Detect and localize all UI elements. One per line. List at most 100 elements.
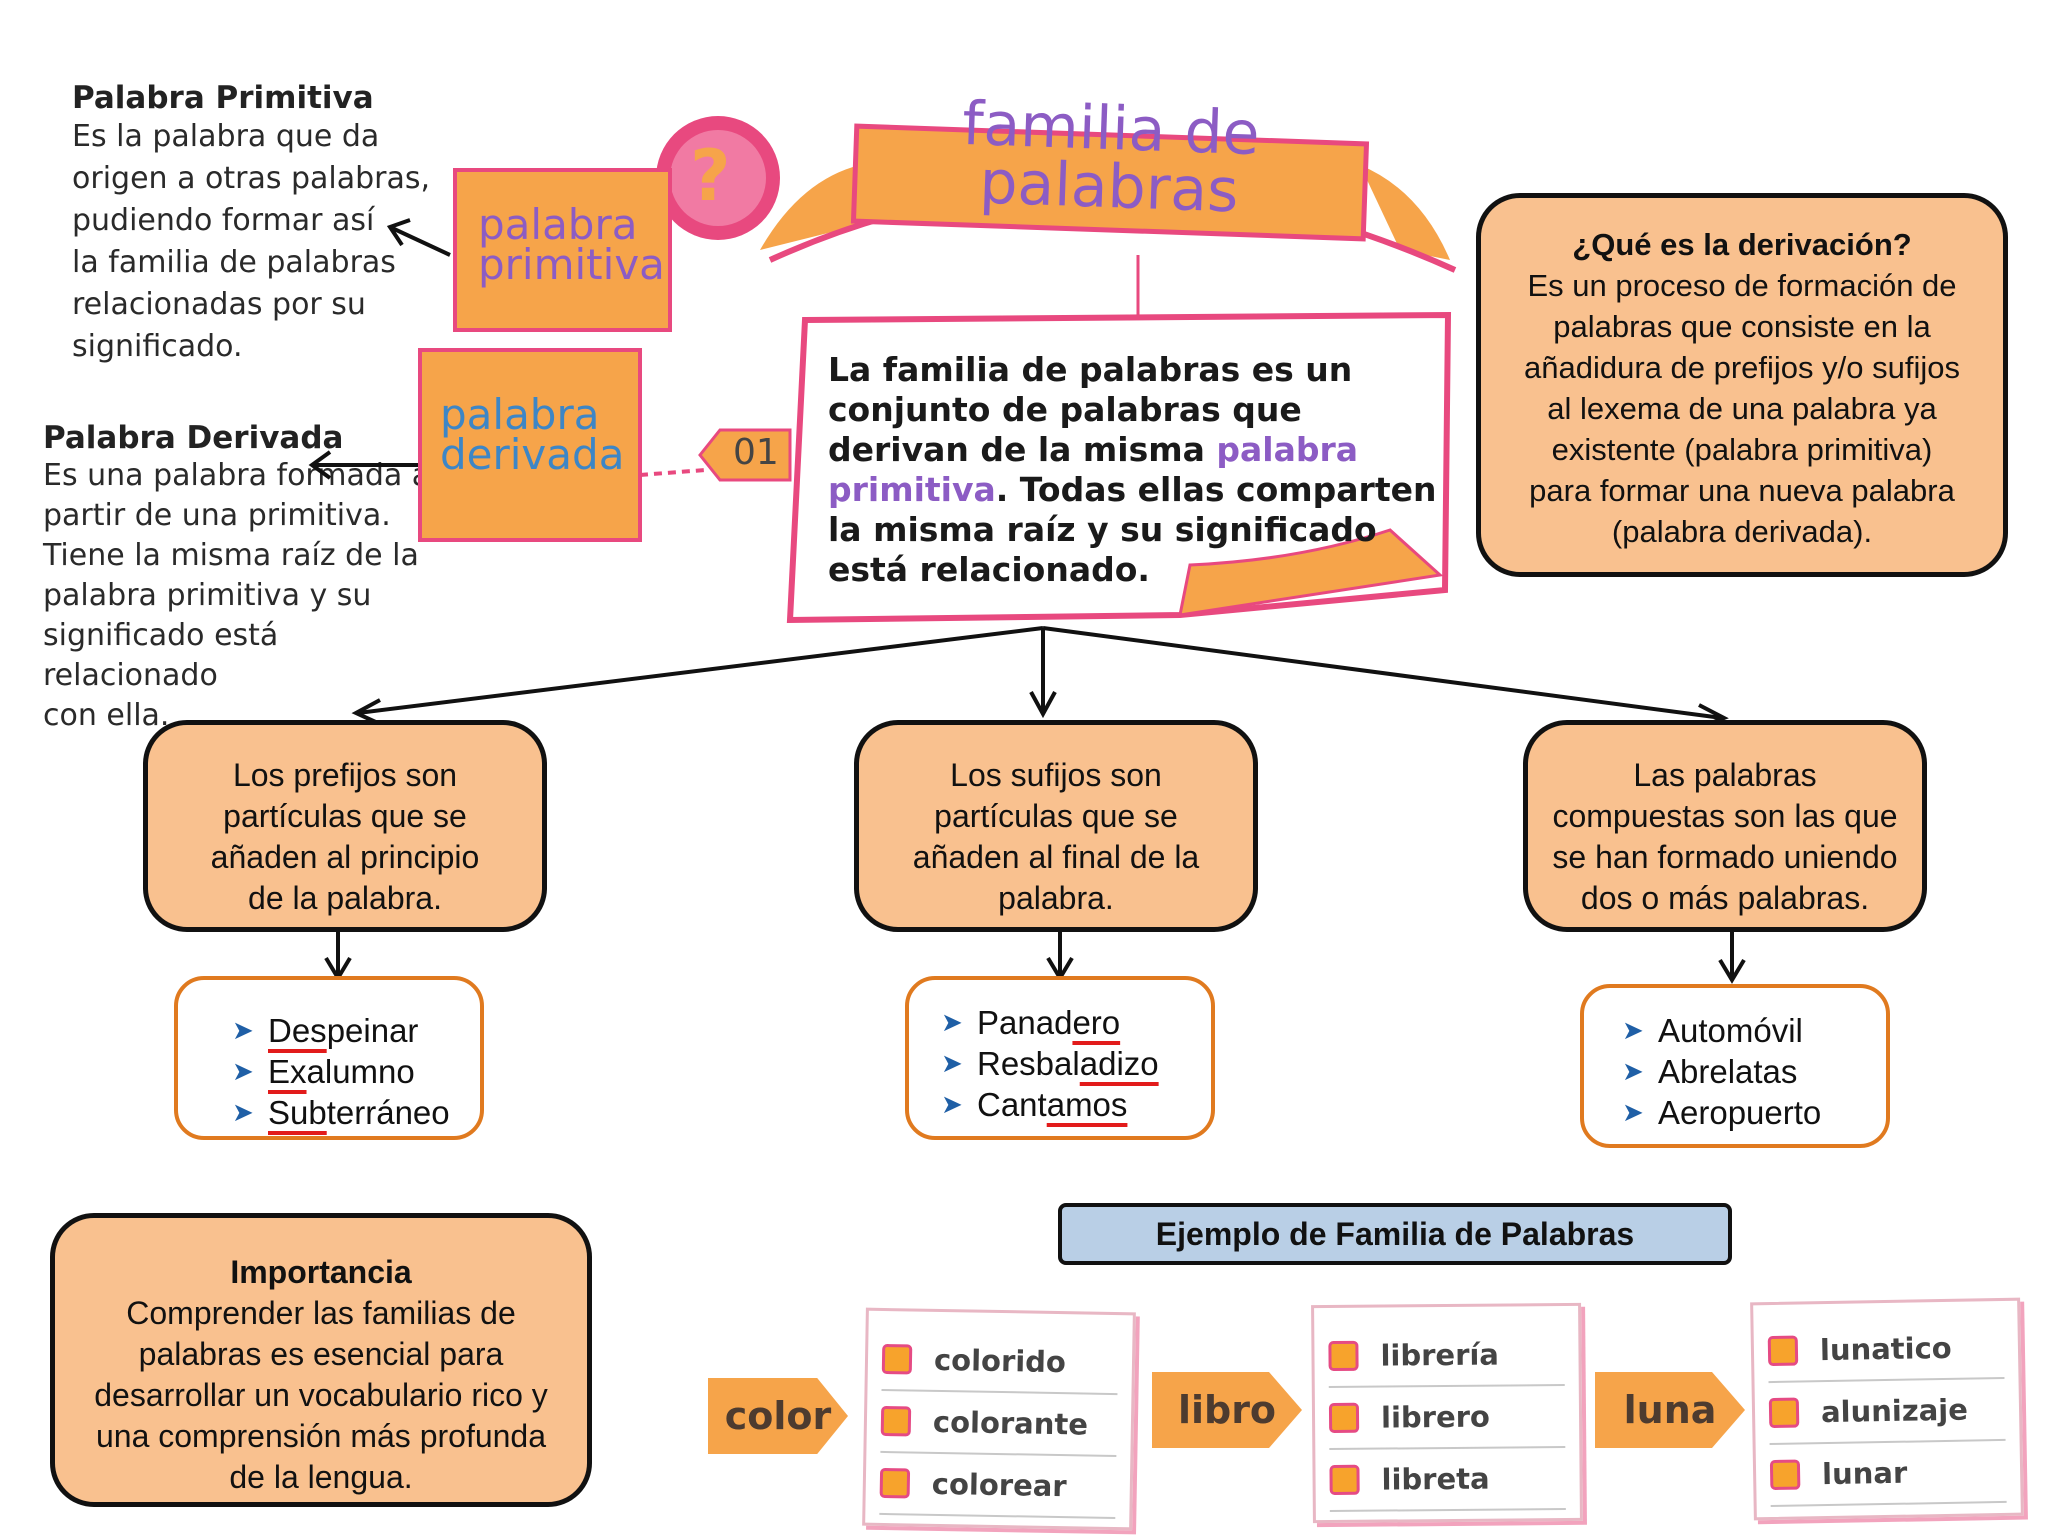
derivacion-box: ¿Qué es la derivación? Es un proceso de …: [1476, 193, 2008, 577]
connector-compuestas: [1042, 626, 1723, 720]
example-item: ➤Panadero: [941, 1004, 1121, 1041]
sufijos-line: partículas que se: [934, 798, 1178, 834]
arrow-bullet-icon: ➤: [941, 1007, 963, 1037]
importancia-title: Importancia: [230, 1254, 412, 1290]
checkbox-icon: [1769, 1459, 1801, 1491]
primitiva-line: pudiendo formar así: [72, 203, 375, 238]
definition-line: primitiva. Todas ellas comparten: [828, 470, 1437, 509]
derivacion-title: ¿Qué es la derivación?: [1572, 227, 1912, 262]
banner-band: [850, 123, 1370, 242]
tab-primitiva-shape: [453, 168, 672, 332]
arrow-bullet-icon: ➤: [941, 1048, 963, 1078]
checkbox-icon: [1768, 1397, 1800, 1429]
primitiva-line: relacionadas por su: [72, 287, 366, 322]
sufijos-line: añaden al final de la: [912, 839, 1200, 875]
family-word-row: librería: [1328, 1323, 1565, 1389]
definition-highlight: primitiva: [828, 470, 996, 509]
importancia-line: Comprender las familias de: [126, 1295, 516, 1331]
compuestas-line: dos o más palabras.: [1580, 880, 1870, 916]
compuestas-examples: ➤Automóvil ➤Abrelatas ➤Aeropuerto: [1580, 984, 1890, 1148]
arrow-bullet-icon: ➤: [1622, 1056, 1644, 1086]
primitiva-line: significado.: [72, 329, 243, 364]
tab-derivada-shape: [418, 348, 642, 542]
importancia-line: de la lengua.: [229, 1459, 413, 1495]
definition-line: está relacionado.: [828, 550, 1150, 589]
tab-derivada: palabra derivada: [440, 390, 625, 479]
family-word-row: librero: [1328, 1385, 1566, 1451]
arrow-to-primitiva: [386, 218, 451, 257]
tab-derivada-line: derivada: [440, 430, 625, 479]
compuestas-box: Las palabras compuestas son las que se h…: [1523, 720, 1927, 932]
example-item: ➤Aeropuerto: [1622, 1094, 1822, 1131]
family-root: color: [708, 1378, 848, 1454]
checkbox-icon: [1329, 1464, 1360, 1496]
tab-primitiva-line: palabra: [478, 200, 638, 249]
checkbox-icon: [881, 1343, 913, 1375]
prefijos-line: partículas que se: [223, 798, 467, 834]
prefijos-line: de la palabra.: [248, 880, 442, 916]
number-tag-shape: [698, 428, 792, 482]
importancia-line: palabras es esencial para: [138, 1336, 504, 1372]
definition-line: conjunto de palabras que: [828, 390, 1302, 429]
arrow-bullet-icon: ➤: [232, 1015, 254, 1045]
family-word-row: colorear: [879, 1452, 1117, 1520]
family-word-row: colorante: [880, 1390, 1118, 1458]
importancia-line: una comprensión más profunda: [95, 1418, 547, 1454]
sufijos-line: palabra.: [998, 880, 1114, 916]
prefijos-line: Los prefijos son: [232, 757, 458, 793]
checkbox-icon: [879, 1467, 911, 1499]
tab-derivada-line: palabra: [440, 390, 600, 439]
primitiva-note: Palabra Primitiva Es la palabra que da o…: [72, 80, 432, 368]
importancia-line: desarrollar un vocabulario rico y: [94, 1377, 548, 1413]
family-card: librería librero libreta: [1311, 1302, 1583, 1524]
example-item: ➤Abrelatas: [1622, 1053, 1798, 1090]
primitiva-line: la familia de palabras: [72, 245, 396, 280]
family-card: colorido colorante colorear: [862, 1307, 1136, 1531]
arrow-bullet-icon: ➤: [1622, 1015, 1644, 1045]
checkbox-icon: [1767, 1335, 1799, 1367]
family-root: libro: [1152, 1372, 1302, 1448]
derivacion-line: para formar una nueva palabra: [1529, 473, 1955, 508]
definition-paper-fold: [1178, 528, 1444, 617]
derivacion-line: palabras que consiste en la: [1553, 309, 1931, 344]
tab-primitiva: palabra primitiva: [478, 200, 665, 286]
prefijos-box: Los prefijos son partículas que se añade…: [143, 720, 547, 932]
sufijos-box: Los sufijos son partículas que se añaden…: [854, 720, 1258, 932]
question-mark-icon: ?: [690, 135, 731, 217]
arrow-bullet-icon: ➤: [941, 1089, 963, 1119]
derivada-line: partir de una primitiva.: [43, 498, 391, 533]
example-item: ➤Despeinar: [232, 1012, 419, 1049]
family-word-row: colorido: [881, 1328, 1119, 1396]
derivada-line: con ella.: [43, 698, 170, 733]
connector-prefijos: [357, 626, 1044, 715]
family-word-row: lunar: [1769, 1440, 2007, 1508]
family-word-row: alunizaje: [1768, 1378, 2006, 1446]
derivacion-line: añadidura de prefijos y/o sufijos: [1524, 350, 1960, 385]
arrow-to-derivada: [308, 450, 435, 480]
derivacion-line: al lexema de una palabra ya: [1547, 391, 1937, 426]
arrow-bullet-icon: ➤: [232, 1097, 254, 1127]
family-root: luna: [1595, 1372, 1745, 1448]
sufijos-examples: ➤Panadero ➤Resbaladizo ➤Cantamos: [905, 976, 1215, 1140]
primitiva-line: Es la palabra que da: [72, 119, 380, 154]
family-word-row: lunatico: [1767, 1316, 2005, 1384]
example-item: ➤Exalumno: [232, 1053, 415, 1090]
derivada-line: palabra primitiva y su: [43, 578, 372, 613]
family-word-row: libreta: [1329, 1447, 1566, 1513]
definition-paper: [786, 311, 1452, 624]
derivada-heading: Palabra Derivada: [43, 420, 344, 456]
compuestas-line: se han formado uniendo: [1552, 839, 1898, 875]
derivacion-line: existente (palabra primitiva): [1551, 432, 1933, 467]
example-item: ➤Subterráneo: [232, 1094, 450, 1131]
number-tag: 01: [733, 432, 779, 473]
dashed-connector: [639, 468, 706, 477]
primitiva-line: origen a otras palabras,: [72, 161, 431, 196]
example-item: ➤Resbaladizo: [941, 1045, 1159, 1082]
definition-text: La familia de palabras es un conjunto de…: [828, 350, 1448, 590]
compuestas-line: compuestas son las que: [1552, 798, 1898, 834]
sufijos-line: Los sufijos son: [950, 757, 1162, 793]
checkbox-icon: [1328, 1402, 1360, 1434]
prefijos-line: añaden al principio: [210, 839, 480, 875]
